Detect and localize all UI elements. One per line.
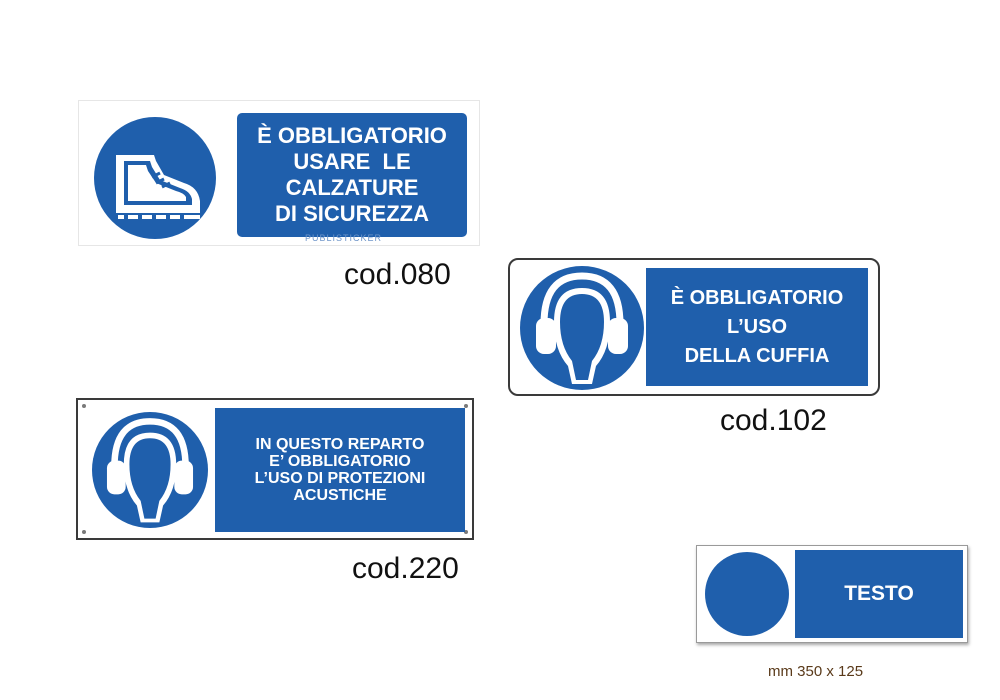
sign-text-line: USARE LE: [293, 149, 411, 174]
dimension-label: mm 350 x 125: [768, 663, 864, 680]
sign-custom-template: TESTO: [696, 545, 968, 643]
ear-protection-icon: [520, 266, 644, 390]
watermark: PUBLISTICKER: [305, 233, 383, 243]
sign-text: È OBBLIGATORIO USARE LE CALZATURE DI SIC…: [257, 123, 447, 227]
sign-text-line: È OBBLIGATORIO: [670, 286, 844, 309]
sign-text-line: DI SICUREZZA: [274, 201, 429, 226]
sign-text-line: TESTO: [844, 582, 914, 605]
sign-text-line: CALZATURE: [285, 175, 419, 200]
sign-text-panel: TESTO: [795, 550, 963, 638]
sign-text-panel: IN QUESTO REPARTO E’ OBBLIGATORIO L’USO …: [215, 408, 465, 532]
safety-boot-icon-graphic: [116, 155, 200, 219]
sign-text: È OBBLIGATORIO L’USO DELLA CUFFIA: [671, 284, 844, 371]
sign-text-line: E’ OBBLIGATORIO: [269, 453, 411, 470]
safety-boot-icon: [94, 117, 216, 239]
product-code: cod.102: [720, 404, 827, 437]
sign-text-panel: È OBBLIGATORIO L’USO DELLA CUFFIA: [646, 268, 868, 386]
ear-protection-icon-graphic: [106, 418, 194, 523]
sign-text-line: È OBBLIGATORIO: [257, 123, 447, 148]
mounting-hole: [82, 404, 86, 408]
mounting-hole: [464, 404, 468, 408]
ear-protection-icon: [92, 412, 208, 528]
blank-circle-icon: [705, 552, 789, 636]
sign-text-line: DELLA CUFFIA: [684, 344, 830, 367]
mounting-hole: [82, 530, 86, 534]
sign-text-line: L’USO DI PROTEZIONI: [254, 470, 426, 487]
sign-text: IN QUESTO REPARTO E’ OBBLIGATORIO L’USO …: [255, 436, 426, 504]
sign-text-line: ACUSTICHE: [293, 487, 387, 504]
sign-text-panel: È OBBLIGATORIO USARE LE CALZATURE DI SIC…: [237, 113, 467, 237]
sign-acoustic-protection: IN QUESTO REPARTO E’ OBBLIGATORIO L’USO …: [76, 398, 474, 540]
mounting-hole: [464, 530, 468, 534]
sign-ear-protection: È OBBLIGATORIO L’USO DELLA CUFFIA: [508, 258, 880, 396]
product-code: cod.220: [352, 552, 459, 585]
sign-text-line: L’USO: [726, 315, 787, 338]
sign-text-line: IN QUESTO REPARTO: [255, 436, 425, 453]
ear-protection-icon-graphic: [536, 272, 628, 384]
product-code: cod.080: [344, 258, 451, 291]
sign-safety-footwear: È OBBLIGATORIO USARE LE CALZATURE DI SIC…: [78, 100, 480, 246]
